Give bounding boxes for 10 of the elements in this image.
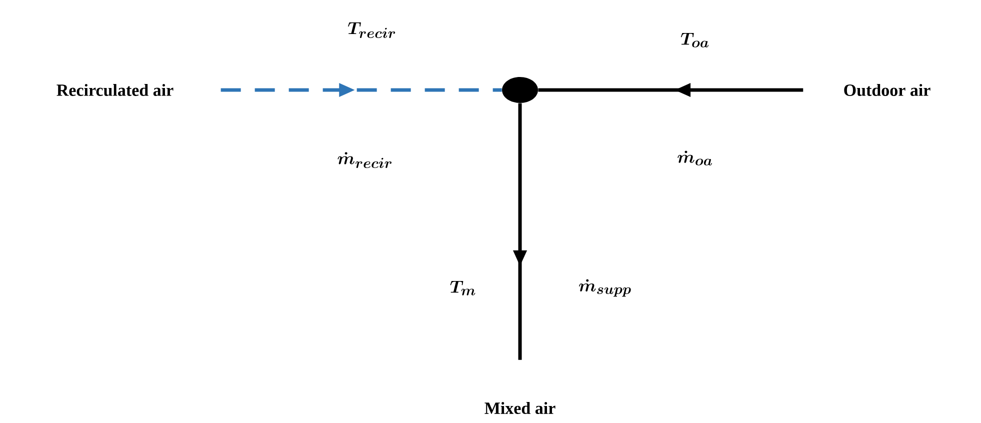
junction-dot — [502, 77, 538, 103]
variable-label: $\dot{m}_{supp}$ — [579, 279, 631, 297]
variable-label: $T_{m}$ — [450, 280, 476, 296]
node-label: Recirculated air — [56, 84, 174, 96]
variable-label: $T_{oa}$ — [680, 32, 709, 48]
node-label: Outdoor air — [844, 84, 930, 96]
variable-label: $T_{recir}$ — [348, 22, 396, 38]
variable-label: $\dot{m}_{oa}$ — [678, 150, 712, 166]
variable-label: $\dot{m}_{recir}$ — [338, 152, 392, 168]
node-label: Mixed air — [484, 402, 556, 414]
